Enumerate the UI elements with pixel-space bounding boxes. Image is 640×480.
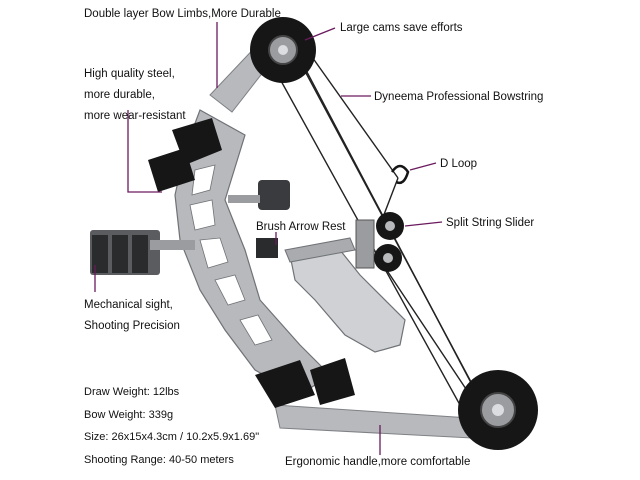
lower-limb-pocket-2 xyxy=(310,358,355,405)
stabilizer-mount xyxy=(258,180,290,210)
grip xyxy=(289,249,406,353)
callout-steel-line2: more durable, xyxy=(84,89,155,101)
split-string-slider xyxy=(355,212,404,272)
upper-cam xyxy=(250,17,316,83)
lower-limb-pocket xyxy=(255,360,315,408)
spec-range: Shooting Range: 40-50 meters xyxy=(84,453,234,466)
lower-cam xyxy=(458,370,538,450)
d-loop xyxy=(390,164,410,185)
lower-limb xyxy=(274,404,473,439)
callout-steel-line1: High quality steel, xyxy=(84,68,175,80)
grip-top-bar xyxy=(284,237,356,263)
callout-limbs: Double layer Bow Limbs,More Durable xyxy=(84,8,281,20)
spec-size: Size: 26x15x4.3cm / 10.2x5.9x1.69" xyxy=(84,431,260,443)
callout-sight-line1: Mechanical sight, xyxy=(84,299,173,311)
callout-steel-line3: more wear-resistant xyxy=(84,110,186,122)
spec-draw-weight: Draw Weight: 12lbs xyxy=(84,386,180,398)
stabilizer-rod xyxy=(228,195,260,203)
spec-list: Draw Weight: 12lbs Bow Weight: 339g Size… xyxy=(84,385,259,475)
callout-arrow-rest: Brush Arrow Rest xyxy=(256,221,346,233)
brush-arrow-rest xyxy=(256,238,278,258)
callout-sight-line2: Shooting Precision xyxy=(84,320,180,332)
callout-slider: Split String Slider xyxy=(446,217,535,229)
spec-bow-weight: Bow Weight: 339g xyxy=(84,408,174,421)
callout-cams: Large cams save efforts xyxy=(340,22,463,34)
leader-lines xyxy=(94,22,443,455)
upper-limb-pocket-2 xyxy=(148,148,195,192)
callout-bowstring: Dyneema Professional Bowstring xyxy=(374,91,544,103)
riser-cutouts xyxy=(189,164,273,346)
mechanical-sight xyxy=(90,230,195,275)
callout-handle: Ergonomic handle,more comfortable xyxy=(285,456,471,468)
callout-d-loop: D Loop xyxy=(440,158,478,170)
